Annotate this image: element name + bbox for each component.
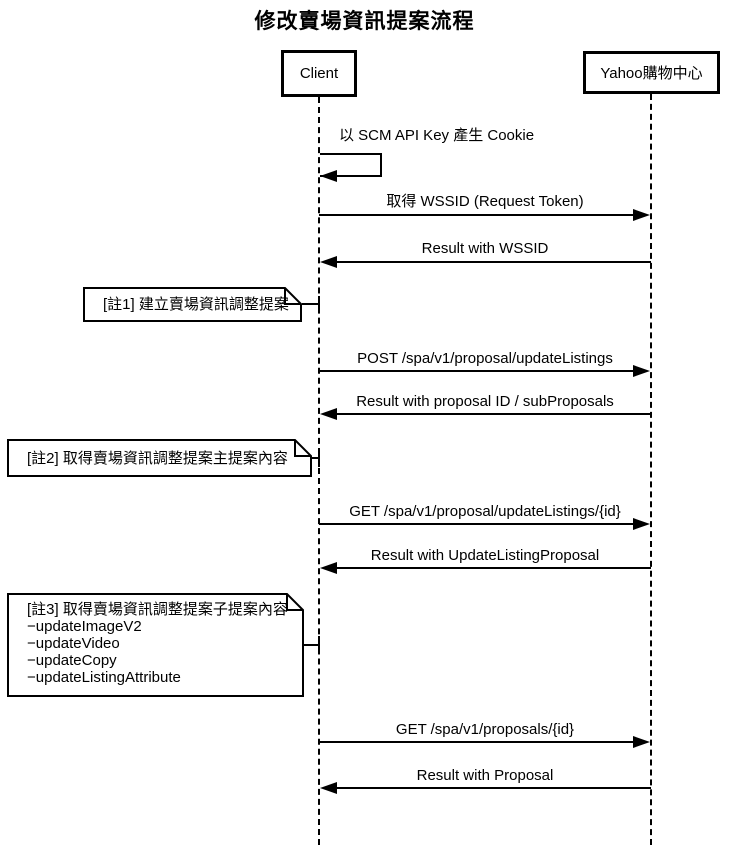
message-label: 取得 WSSID (Request Token) bbox=[386, 193, 584, 210]
note-line: −updateVideo bbox=[27, 635, 120, 652]
actor-yahoo: Yahoo購物中心 bbox=[583, 51, 720, 94]
lifeline-client bbox=[318, 97, 320, 845]
diagram-title: 修改賣場資訊提案流程 bbox=[254, 10, 475, 33]
lifeline-yahoo bbox=[650, 94, 652, 845]
note-text: [註3] 取得賣場資訊調整提案子提案內容 −updateImageV2 −upd… bbox=[27, 601, 288, 686]
note-connector bbox=[302, 303, 319, 305]
self-message-loop bbox=[320, 153, 382, 177]
message-line bbox=[337, 787, 651, 789]
message-line bbox=[319, 741, 633, 743]
message-label: GET /spa/v1/proposals/{id} bbox=[395, 721, 575, 738]
message-label: POST /spa/v1/proposal/updateListings bbox=[357, 350, 613, 367]
actor-client-label: Client bbox=[299, 65, 339, 82]
message-label: Result with Proposal bbox=[416, 767, 554, 784]
note-connector bbox=[312, 457, 319, 459]
arrowhead-icon bbox=[320, 562, 337, 574]
message-line bbox=[319, 523, 633, 525]
message-label: GET /spa/v1/proposal/updateListings/{id} bbox=[349, 503, 621, 520]
message-line bbox=[319, 370, 633, 372]
arrowhead-icon bbox=[633, 209, 650, 221]
note-connector-tick bbox=[318, 450, 320, 467]
note-line: −updateCopy bbox=[27, 652, 117, 669]
note-connector-tick bbox=[318, 636, 320, 653]
note-text: [註1] 建立賣場資訊調整提案 bbox=[103, 296, 289, 313]
note-line: −updateListingAttribute bbox=[27, 669, 181, 686]
actor-client: Client bbox=[281, 50, 357, 97]
message-label: Result with WSSID bbox=[421, 240, 549, 257]
note-3: [註3] 取得賣場資訊調整提案子提案內容 −updateImageV2 −upd… bbox=[7, 593, 305, 697]
note-1: [註1] 建立賣場資訊調整提案 bbox=[83, 287, 303, 322]
message-label: Result with UpdateListingProposal bbox=[370, 547, 600, 564]
message-line bbox=[337, 567, 651, 569]
note-line: [註3] 取得賣場資訊調整提案子提案內容 bbox=[27, 601, 288, 618]
arrowhead-icon bbox=[633, 518, 650, 530]
actor-yahoo-label: Yahoo購物中心 bbox=[600, 65, 703, 82]
note-line: −updateImageV2 bbox=[27, 618, 142, 635]
arrowhead-icon bbox=[320, 408, 337, 420]
note-connector-tick bbox=[318, 296, 320, 313]
arrowhead-icon bbox=[320, 170, 337, 182]
note-text: [註2] 取得賣場資訊調整提案主提案內容 bbox=[27, 449, 288, 467]
message-label: Result with proposal ID / subProposals bbox=[356, 393, 614, 410]
note-2: [註2] 取得賣場資訊調整提案主提案內容 bbox=[7, 439, 313, 477]
arrowhead-icon bbox=[633, 736, 650, 748]
message-line bbox=[337, 413, 651, 415]
arrowhead-icon bbox=[320, 782, 337, 794]
note-connector bbox=[304, 644, 319, 646]
message-line bbox=[319, 214, 633, 216]
note-shape bbox=[83, 287, 302, 322]
note-shape bbox=[7, 439, 312, 477]
arrowhead-icon bbox=[320, 256, 337, 268]
arrowhead-icon bbox=[633, 365, 650, 377]
note-shape bbox=[7, 593, 304, 697]
message-label: 以 SCM API Key 產生 Cookie bbox=[339, 127, 535, 144]
message-line bbox=[337, 261, 651, 263]
